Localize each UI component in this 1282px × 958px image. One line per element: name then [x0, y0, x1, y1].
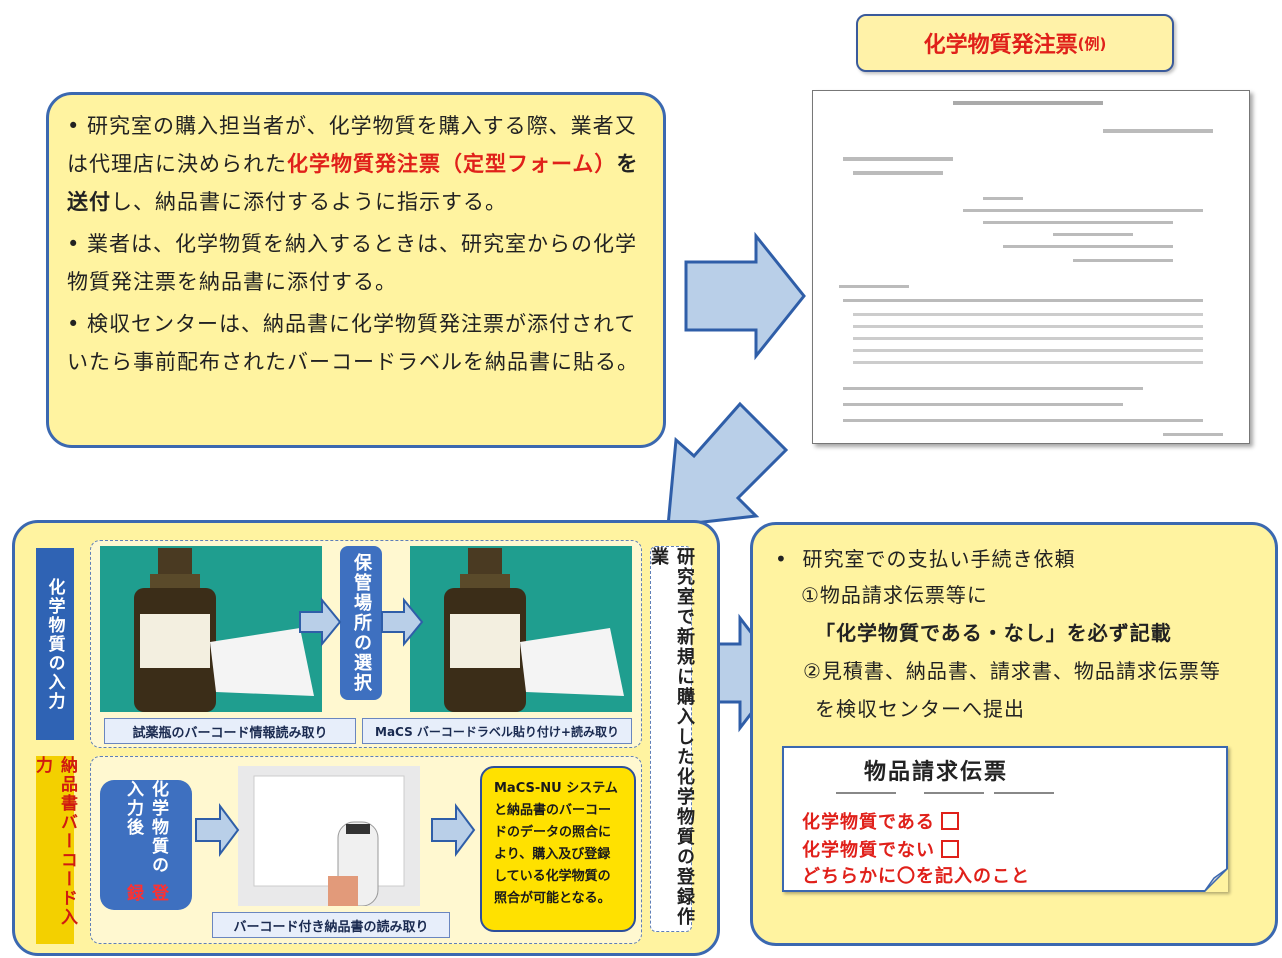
slip-row-not-chemical: 化学物質でない	[802, 836, 959, 862]
instruction-1: •研究室の購入担当者が、化学物質を購入する際、業者又は代理店に決められた化学物質…	[67, 114, 639, 214]
photo-reagent-bottle-1	[100, 546, 322, 712]
slip-row-is-chemical: 化学物質である	[802, 808, 959, 834]
request-slip: 物品請求伝票 化学物質である 化学物質でない どちらかに〇を記入のこと	[782, 746, 1228, 892]
payment-line-2: 「化学物質である・なし」を必ず記載	[815, 621, 1172, 645]
small-arrow-icon-4	[431, 803, 476, 857]
payment-line-3: ②見積書、納品書、請求書、物品請求伝票等	[803, 659, 1221, 683]
arrow-right-icon	[684, 231, 806, 361]
order-form-sample	[812, 90, 1250, 444]
checkbox-icon	[941, 840, 959, 858]
photo-reagent-bottle-2	[410, 546, 632, 712]
small-arrow-icon-1	[299, 597, 342, 647]
form-title-suffix: (例)	[1077, 34, 1107, 53]
form-title: 化学物質発注票(例)	[856, 14, 1174, 72]
form-title-main: 化学物質発注票	[923, 33, 1078, 58]
tab-chemical-input: 化学物質の入力	[36, 548, 74, 740]
registration-vertical-title: 研究室で新規に購入した化学物質の登録作業	[648, 546, 695, 932]
registration-red-text: 登録	[123, 884, 168, 903]
slip-row-instruction: どちらかに〇を記入のこと	[802, 866, 1030, 887]
slip-title: 物品請求伝票	[864, 760, 1009, 785]
small-arrow-icon-2	[381, 597, 424, 647]
chemical-input-after-box: 化学物質の入力後登録	[100, 780, 192, 910]
checkbox-icon	[940, 812, 959, 830]
form-name-highlight: 化学物質発注票（定型フォーム）	[287, 152, 617, 176]
page-curl-icon	[1204, 868, 1228, 892]
tab-barcode-input: 納品書バーコード入力	[32, 756, 77, 944]
caption-invoice-read: バーコード付き納品書の読み取り	[212, 912, 450, 938]
payment-bullet: • 研究室での支払い手続き依頼	[775, 547, 1076, 571]
small-arrow-icon-3	[195, 803, 240, 857]
payment-line-4: を検収センターへ提出	[815, 697, 1025, 721]
photo-invoice-scan	[238, 766, 420, 906]
storage-location-select: 保管場所の選択	[340, 546, 382, 700]
caption-label-read: MaCS バーコードラベル貼り付け+読み取り	[362, 718, 632, 744]
instructions-box: •研究室の購入担当者が、化学物質を購入する際、業者又は代理店に決められた化学物質…	[46, 92, 666, 448]
macs-note: MaCS-NU システムと納品書のバーコードのデータの照合により、購入及び登録し…	[480, 766, 636, 932]
caption-bottle-read: 試薬瓶のバーコード情報読み取り	[104, 718, 356, 744]
instruction-3: •検収センターは、納品書に化学物質発注票が添付されていたら事前配布されたバーコー…	[67, 312, 639, 374]
arrow-down-left-icon	[666, 401, 789, 528]
instruction-2: •業者は、化学物質を納入するときは、研究室からの化学物質発注票を納品書に添付する…	[67, 232, 637, 294]
payment-line-1: ①物品請求伝票等に	[801, 583, 988, 607]
